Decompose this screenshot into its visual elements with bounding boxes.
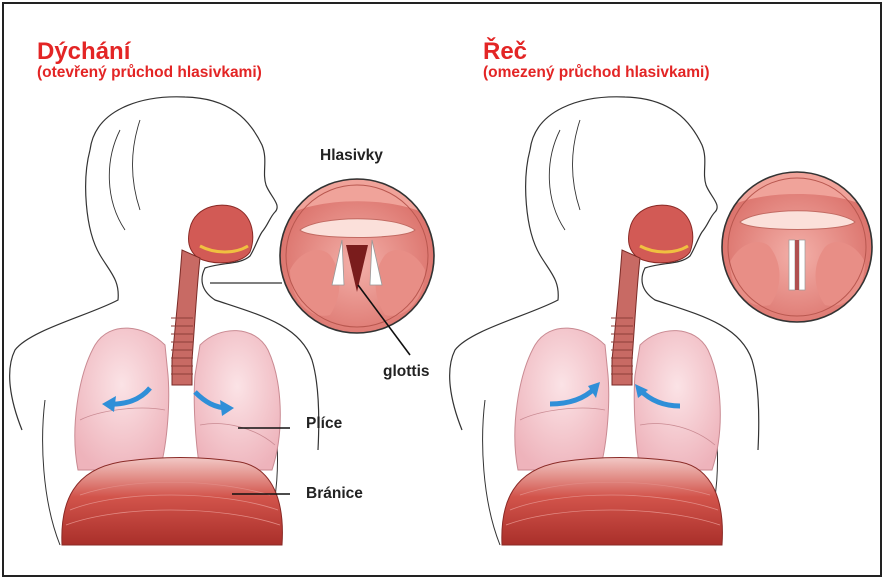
right-subtitle: (omezený průchod hlasivkami): [483, 64, 710, 82]
lungs-label: Plíce: [306, 415, 342, 433]
left-title: Dýchání: [37, 40, 262, 64]
right-figure: [450, 97, 759, 545]
left-title-block: Dýchání (otevřený průchod hlasivkami): [37, 40, 262, 82]
left-vocal-cords-inset: [280, 179, 435, 355]
vocal-cords-label: Hlasivky: [320, 147, 383, 165]
right-vocal-cords-inset: [720, 170, 875, 322]
right-title: Řeč: [483, 40, 710, 64]
glottis-label: glottis: [383, 363, 430, 381]
right-title-block: Řeč (omezený průchod hlasivkami): [483, 40, 710, 82]
diaphragm-label: Bránice: [306, 485, 363, 503]
left-subtitle: (otevřený průchod hlasivkami): [37, 64, 262, 82]
left-figure: [10, 97, 319, 545]
